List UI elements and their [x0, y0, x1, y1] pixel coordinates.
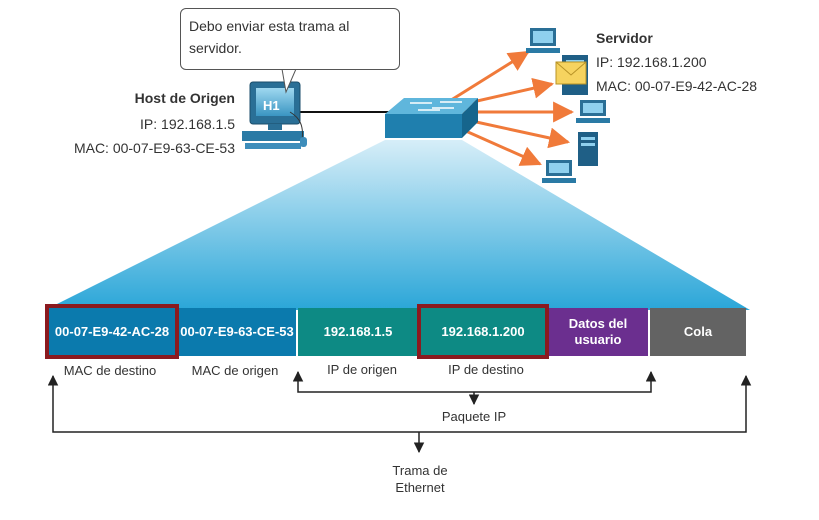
frame-field-mac-source: 00-07-E9-63-CE-53 — [178, 308, 296, 356]
frame-bracket — [47, 374, 752, 454]
pc-icon-3 — [542, 160, 576, 183]
server-ip: IP: 192.168.1.200 — [596, 54, 707, 70]
speech-bubble: Debo enviar esta trama al servidor. — [180, 8, 400, 70]
frame-field-ip-destination: 192.168.1.200 — [420, 308, 546, 356]
packet-bracket — [292, 370, 657, 406]
caption-ip-source: IP de origen — [327, 362, 397, 377]
host-badge: H1 — [263, 98, 280, 113]
server-mac: MAC: 00-07-E9-42-AC-28 — [596, 78, 758, 94]
highlight-mac-destination — [45, 304, 179, 359]
pc-icon-1 — [526, 28, 560, 53]
frame-field-ip-source: 192.168.1.5 — [298, 308, 418, 356]
server-tower-icon — [578, 132, 598, 166]
source-computer-icon — [242, 81, 307, 149]
frame-field-mac-destination: 00-07-E9-42-AC-28 — [48, 308, 176, 356]
switch-icon — [385, 98, 478, 138]
server-icon — [555, 55, 588, 95]
caption-mac-source: MAC de origen — [191, 363, 279, 378]
frame-field-user-data: Datos del usuario — [548, 308, 648, 356]
packet-label: Paquete IP — [441, 409, 507, 424]
caption-ip-destination: IP de destino — [448, 362, 524, 377]
source-host-ip: IP: 192.168.1.5 — [140, 116, 235, 132]
frame-expansion-fan — [45, 140, 750, 310]
frame-field-trailer: Cola — [650, 308, 746, 356]
frame-label: Trama de Ethernet — [392, 463, 448, 495]
source-host-mac: MAC: 00-07-E9-63-CE-53 — [73, 140, 235, 156]
server-title: Servidor — [596, 30, 653, 46]
highlight-ip-destination — [417, 304, 549, 359]
source-host-title: Host de Origen — [134, 90, 235, 106]
caption-mac-destination: MAC de destino — [63, 363, 157, 378]
pc-icon-2 — [576, 100, 610, 123]
